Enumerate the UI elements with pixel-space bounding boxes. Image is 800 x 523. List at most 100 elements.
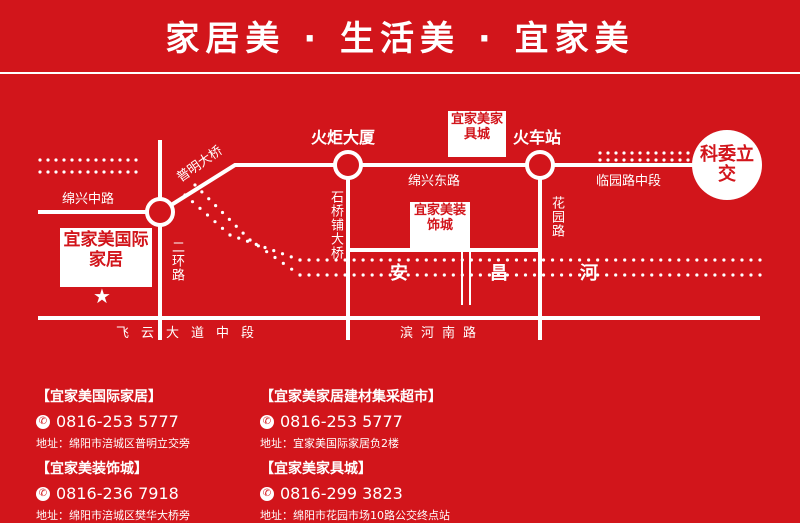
store-furniture-city: 宜家美家具城	[448, 111, 506, 157]
dot	[654, 158, 658, 162]
contact-4-phone-number: 0816-299 3823	[280, 484, 403, 503]
dot	[541, 258, 546, 262]
dot	[659, 273, 663, 277]
dot	[731, 273, 735, 277]
road-label-linyuan: 临园路中段	[596, 174, 662, 189]
dot	[343, 273, 347, 277]
dot	[568, 258, 573, 262]
dot	[686, 258, 690, 262]
dot	[713, 273, 717, 277]
dot	[289, 255, 293, 259]
dot	[662, 158, 666, 162]
dot	[86, 158, 90, 162]
dot	[213, 220, 217, 224]
road-label-ring2: 二环路	[169, 240, 184, 282]
dot	[614, 151, 618, 155]
contact-3-phone: ✆0816-236 7918	[36, 484, 190, 503]
dot	[646, 151, 650, 155]
dot	[290, 267, 294, 271]
dot	[596, 258, 600, 262]
dot	[670, 158, 674, 162]
contact-4-phone: ✆ 0816-299 3823	[260, 484, 450, 503]
dot	[496, 273, 501, 277]
dot	[532, 273, 537, 277]
dot	[678, 158, 682, 162]
dot	[78, 158, 82, 162]
dot	[722, 258, 726, 262]
contact-3: 【宜家美装饰城】 ✆0816-236 7918 地址：绵阳市涪城区樊华大桥旁	[36, 458, 190, 523]
dot	[659, 258, 663, 262]
dot	[110, 170, 114, 174]
dot	[220, 226, 225, 230]
dot	[638, 151, 642, 155]
dot	[62, 170, 66, 174]
dot	[704, 273, 708, 277]
dot	[550, 258, 555, 262]
dot	[78, 170, 82, 174]
contact-1: 【宜家美国际家居】 ✆0816-253 5777 地址：绵阳市涪城区普明立交旁	[36, 386, 190, 451]
dot	[110, 158, 114, 162]
nodes	[145, 150, 555, 227]
dot	[514, 258, 519, 262]
dot	[559, 273, 564, 277]
dot	[38, 158, 42, 162]
banner-title: 家居美 · 生活美 · 宜家美	[165, 18, 635, 59]
dot	[334, 273, 338, 277]
dot	[731, 258, 735, 262]
dot	[622, 151, 626, 155]
dot	[298, 273, 302, 277]
road-mianxing-east	[158, 163, 725, 214]
dot	[86, 170, 90, 174]
contact-4-name: 【宜家美家具城】	[260, 461, 372, 477]
dot	[307, 273, 311, 277]
dot	[343, 258, 347, 262]
dot	[532, 258, 537, 262]
phone-icon: ✆	[36, 486, 50, 501]
store-decoration-city-label: 宜家美装饰城	[413, 203, 466, 233]
dot	[46, 158, 50, 162]
dot	[190, 200, 195, 204]
dot	[228, 233, 232, 237]
contact-1-address: 地址：绵阳市涪城区普明立交旁	[36, 437, 190, 450]
dot	[241, 231, 245, 235]
contact-4: 【宜家美家具城】 ✆ 0816-299 3823 地址：绵阳市花园市场10路公交终…	[260, 458, 450, 523]
contact-2-phone-number: 0816-253 5777	[280, 412, 403, 431]
dot	[397, 273, 401, 277]
dot	[433, 273, 437, 277]
dot	[118, 158, 122, 162]
dot	[388, 273, 392, 277]
dot	[38, 170, 42, 174]
dot	[606, 158, 610, 162]
river-char-1: 安	[390, 263, 408, 284]
dot	[263, 245, 267, 250]
phone-icon: ✆	[260, 486, 274, 501]
road-label-huayuan: 花园路	[549, 196, 564, 238]
dot	[606, 151, 610, 155]
dot	[370, 273, 374, 277]
dot	[397, 258, 401, 262]
dot	[62, 158, 66, 162]
dot	[265, 250, 269, 254]
banner: 家居美 · 生活美 · 宜家美	[0, 0, 800, 70]
dot	[568, 273, 573, 277]
phone-icon: ✆	[260, 414, 274, 429]
dot	[559, 258, 564, 262]
dot	[587, 273, 591, 277]
dot	[758, 258, 762, 262]
contact-4-address: 地址：绵阳市花园市场10路公交终点站	[260, 509, 450, 522]
dot	[70, 170, 74, 174]
dot	[550, 273, 555, 277]
dot	[598, 158, 602, 162]
dot	[623, 273, 627, 277]
dot	[442, 258, 446, 262]
dot	[220, 210, 225, 215]
dot	[245, 239, 250, 243]
dot	[379, 273, 383, 277]
dot	[686, 158, 690, 162]
dot	[102, 170, 106, 174]
dot	[214, 204, 218, 208]
dot	[478, 258, 482, 262]
dot	[424, 258, 428, 262]
dot	[623, 258, 627, 262]
dot	[678, 151, 682, 155]
